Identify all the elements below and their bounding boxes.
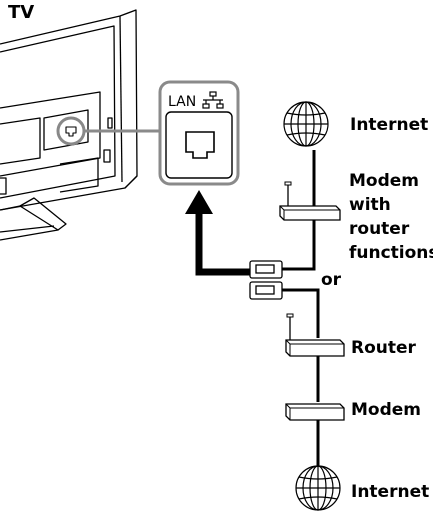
router-label: Router bbox=[351, 338, 416, 358]
tv-label: TV bbox=[8, 2, 35, 23]
tv-rear-illustration bbox=[0, 9, 138, 241]
network-icon bbox=[202, 91, 224, 109]
ethernet-port-icon bbox=[185, 131, 215, 159]
globe-icon bbox=[283, 101, 329, 147]
modem-router-line: router bbox=[349, 219, 410, 239]
modem-label: Modem bbox=[351, 400, 422, 420]
modem-device bbox=[285, 403, 345, 421]
globe-icon bbox=[295, 465, 341, 511]
modem-router-line: with bbox=[349, 195, 391, 215]
cable-upper bbox=[282, 220, 316, 271]
router-device bbox=[285, 313, 345, 357]
modem-router-line: Modem bbox=[349, 171, 420, 191]
modem-router-line: functions bbox=[349, 243, 433, 263]
lan-port-callout bbox=[158, 80, 240, 186]
or-label: or bbox=[321, 270, 342, 290]
modem-router-label: Modem with router functions bbox=[349, 169, 433, 265]
modem-router-device bbox=[279, 181, 341, 221]
internet-bottom-label: Internet bbox=[351, 482, 430, 502]
cable-to-tv bbox=[185, 190, 252, 276]
rj45-plug-icon bbox=[249, 260, 292, 300]
internet-top-label: Internet bbox=[350, 115, 429, 135]
cable-lower bbox=[282, 288, 320, 338]
lan-label: LAN bbox=[168, 94, 197, 110]
